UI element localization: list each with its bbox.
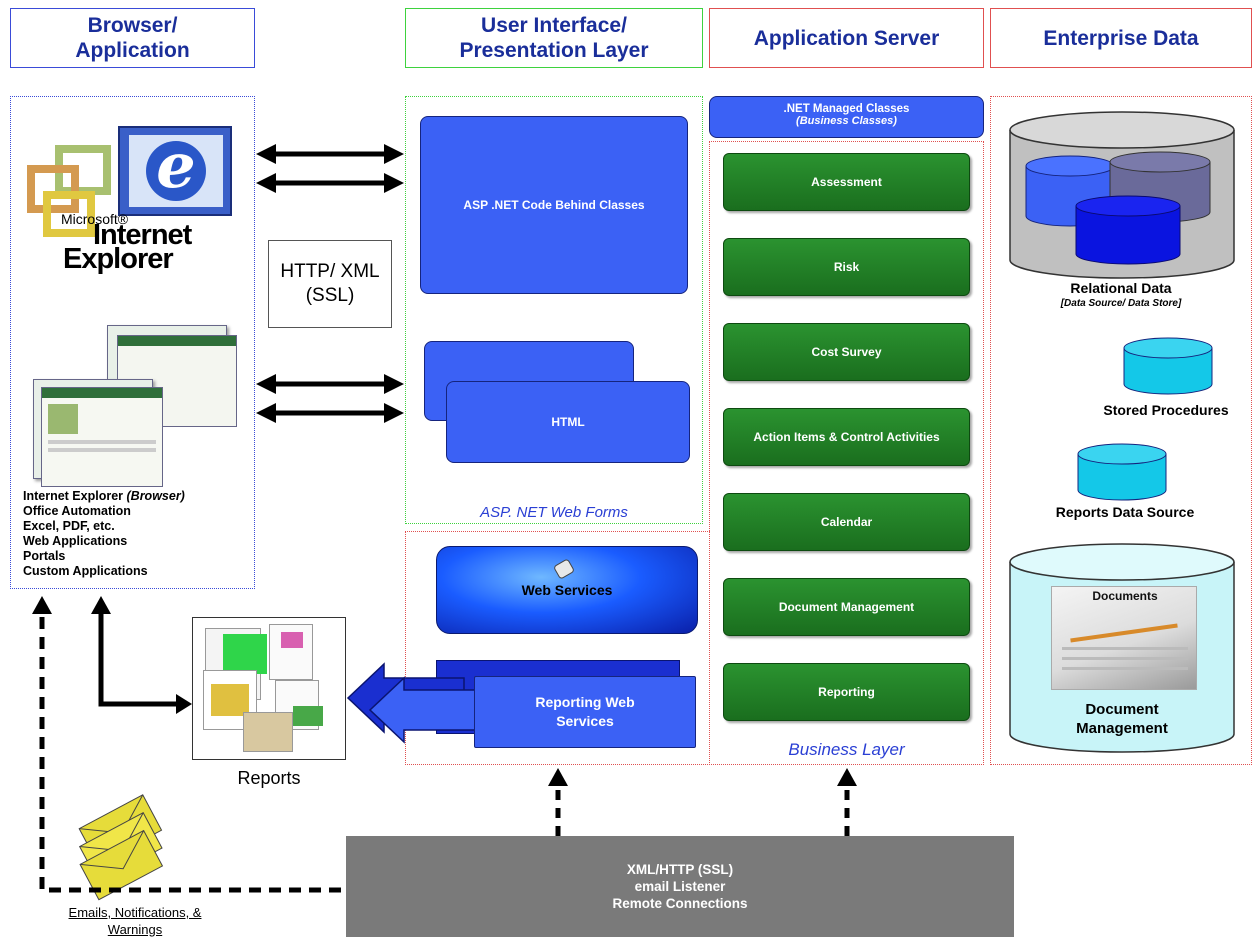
relational-data-label: Relational Data <box>1070 280 1172 296</box>
client-type-item: Excel, PDF, etc. <box>23 519 115 533</box>
internet-explorer-logo: e Microsoft® Internet Explorer <box>19 119 249 279</box>
web-forms-label: ASP. NET Web Forms <box>480 504 628 521</box>
reports-data-source-label: Reports Data Source <box>1055 504 1195 520</box>
listener-line-3: Remote Connections <box>612 896 748 911</box>
code-behind-box: ASP .NET Code Behind Classes <box>420 116 688 294</box>
reporting-arrow-icon <box>346 662 485 744</box>
double-arrow-icon <box>256 173 404 193</box>
double-arrow-icon <box>256 374 404 394</box>
module-cost-survey: Cost Survey <box>723 323 970 381</box>
reports-label: Reports <box>237 768 301 788</box>
listener-line-1: XML/HTTP (SSL) <box>626 862 734 877</box>
elbow-arrow-icon <box>91 596 192 714</box>
module-document-management: Document Management <box>723 578 970 636</box>
double-arrow-icon <box>256 403 404 423</box>
document-management-label: Document Management <box>1076 701 1168 737</box>
double-arrow-icon <box>256 144 404 164</box>
ie-logo-microsoft: Microsoft® <box>61 211 129 227</box>
html-box: HTML <box>446 381 690 463</box>
reporting-ws-box: Reporting Web Services <box>474 676 696 748</box>
ie-logo-internet: Internet <box>93 219 192 251</box>
client-type-item: Internet Explorer (Browser) <box>23 489 185 503</box>
browser-panel: e Microsoft® Internet Explorer Internet … <box>10 96 255 589</box>
relational-db-icon <box>1009 111 1235 279</box>
emails-label: Emails, Notifications, & Warnings <box>68 905 202 937</box>
browser-windows-thumbnail <box>29 321 249 491</box>
header-enterprise: Enterprise Data <box>990 8 1252 68</box>
web-forms-panel <box>405 96 703 524</box>
client-type-item: Office Automation <box>23 504 131 518</box>
module-calendar: Calendar <box>723 493 970 551</box>
client-type-item: Portals <box>23 549 66 563</box>
managed-classes-sub: (Business Classes) <box>796 115 897 127</box>
client-type-item: Web Applications <box>23 534 128 548</box>
header-ui: User Interface/ Presentation Layer <box>405 8 703 68</box>
enterprise-panel <box>990 96 1252 765</box>
reports-ds-db-icon <box>1077 443 1167 501</box>
protocol-box: HTTP/ XML (SSL) <box>268 240 392 328</box>
dashed-arrow-icon <box>32 596 341 893</box>
windows-panes-icon <box>27 126 232 237</box>
module-action-items: Action Items & Control Activities <box>723 408 970 466</box>
envelopes-icon <box>78 794 164 901</box>
managed-classes-box: .NET Managed Classes (Business Classes) <box>709 96 984 138</box>
business-layer-panel <box>709 141 984 765</box>
module-assessment: Assessment <box>723 153 970 211</box>
module-reporting: Reporting <box>723 663 970 721</box>
web-services-label: Web Services <box>521 582 613 598</box>
ie-logo-explorer: Explorer <box>63 243 174 275</box>
documents-photo: Documents <box>1051 586 1197 690</box>
listener-line-2: email Listener <box>634 879 726 894</box>
dashed-arrow-icon <box>548 768 568 836</box>
business-layer-label: Business Layer <box>788 740 905 759</box>
header-browser: Browser/ Application <box>10 8 255 68</box>
dashed-arrow-icon <box>837 768 857 836</box>
module-risk: Risk <box>723 238 970 296</box>
reports-thumbnail <box>192 617 346 760</box>
client-types-list: Internet Explorer (Browser) Office Autom… <box>23 489 248 579</box>
documents-caption: Documents <box>1092 589 1158 603</box>
stored-procedures-label: Stored Procedures <box>1103 402 1229 418</box>
header-app-server: Application Server <box>709 8 984 68</box>
managed-classes-title: .NET Managed Classes <box>783 103 910 115</box>
client-type-item: Custom Applications <box>23 564 148 578</box>
relational-data-sub: [Data Source/ Data Store] <box>1060 298 1182 309</box>
stored-procs-db-icon <box>1123 337 1213 395</box>
soap-icon <box>554 559 574 579</box>
listener-box: XML/HTTP (SSL) email Listener Remote Con… <box>346 836 1014 937</box>
ie-glyph: e <box>156 129 196 202</box>
